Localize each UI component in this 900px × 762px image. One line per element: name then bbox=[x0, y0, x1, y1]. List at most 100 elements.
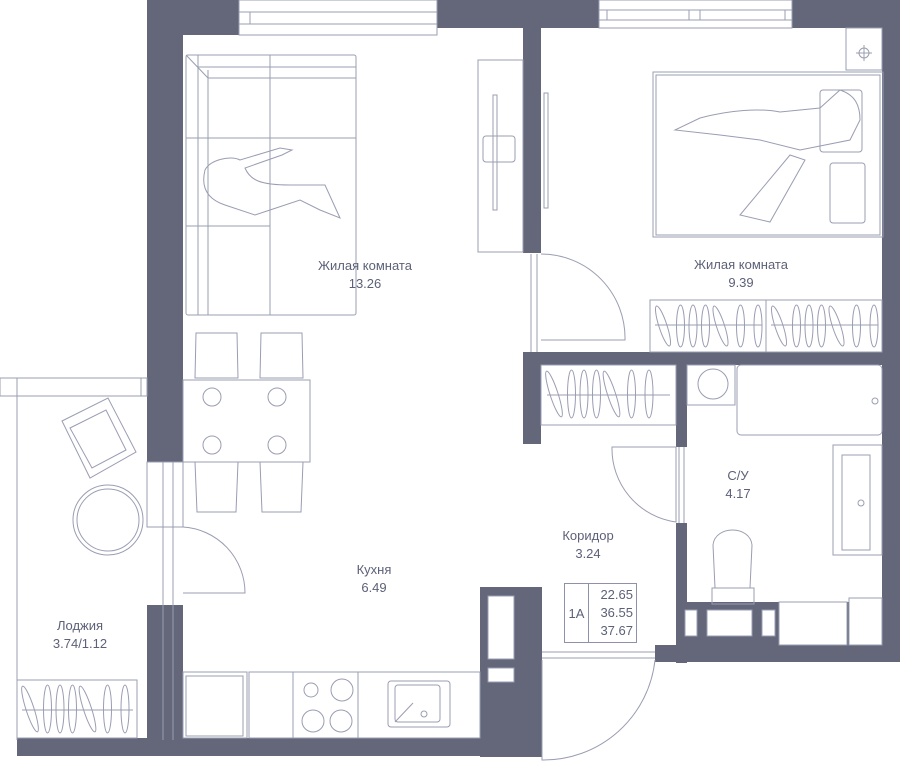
wall-right-outer bbox=[882, 0, 900, 662]
wall-bedroom-bottom bbox=[523, 352, 900, 365]
total-area-with-loggia: 37.67 bbox=[600, 623, 633, 638]
wall-kitchen-left-lower bbox=[147, 605, 183, 745]
dining-table-icon bbox=[182, 379, 311, 463]
room-label-corridor: Коридор 3.24 bbox=[562, 527, 613, 563]
wall-top-left bbox=[147, 0, 239, 35]
room-area: 4.17 bbox=[725, 486, 751, 501]
wall-bath-left bbox=[676, 352, 687, 447]
hanger-icon bbox=[103, 684, 112, 734]
door-kitchen-loggia bbox=[182, 526, 246, 594]
door-entrance bbox=[541, 659, 656, 761]
room-area: 9.39 bbox=[728, 275, 754, 290]
room-name: С/У bbox=[727, 468, 749, 483]
tv-icon bbox=[477, 59, 549, 253]
hanger-icon bbox=[804, 304, 814, 348]
wall-corridor-left bbox=[523, 352, 541, 444]
wardrobe-icon bbox=[765, 299, 883, 353]
hanger-icon bbox=[852, 304, 861, 348]
apartment-info-box: 1A 22.65 36.55 37.67 bbox=[564, 583, 637, 643]
room-label-kitchen: Кухня 6.49 bbox=[357, 561, 392, 597]
window-living-1 bbox=[238, 0, 438, 36]
room-name: Жилая комната bbox=[694, 257, 788, 272]
walls bbox=[17, 0, 900, 757]
room-name: Жилая комната bbox=[318, 258, 412, 273]
chair-icon bbox=[194, 461, 239, 513]
hanger-icon bbox=[753, 304, 763, 348]
hanger-icon bbox=[644, 369, 654, 419]
kitchen-cabinet bbox=[182, 671, 248, 739]
round-table-icon bbox=[72, 484, 144, 556]
armchair-icon bbox=[61, 397, 137, 479]
room-label-living-room-1: Жилая комната 13.26 bbox=[318, 257, 412, 293]
apartment-type: 1A bbox=[565, 584, 589, 642]
socket-icon bbox=[845, 27, 883, 71]
kitchen-cabinet bbox=[248, 671, 294, 739]
room-label-bathroom: С/У 4.17 bbox=[725, 467, 750, 503]
stove-icon bbox=[292, 671, 359, 739]
hanger-icon bbox=[712, 305, 729, 347]
hanger-icon bbox=[654, 305, 672, 347]
hanger-icon bbox=[602, 370, 621, 418]
room-label-loggia: Лоджия 3.74/1.12 bbox=[53, 617, 107, 653]
wall-kitchen-left-top bbox=[147, 380, 183, 462]
wall-bottom bbox=[17, 738, 505, 756]
living-area: 22.65 bbox=[600, 587, 633, 602]
loggia-outline bbox=[0, 377, 148, 397]
washing-machine-icon bbox=[697, 368, 729, 400]
sink-icon bbox=[832, 444, 883, 556]
plate-icon bbox=[267, 435, 287, 455]
wall-voids bbox=[487, 595, 883, 683]
door-bathroom bbox=[611, 446, 677, 523]
door-bedroom bbox=[540, 253, 626, 341]
windows bbox=[0, 0, 793, 740]
hanger-icon bbox=[627, 369, 636, 419]
furniture bbox=[16, 27, 884, 739]
hanger-icon bbox=[770, 305, 788, 347]
room-label-living-room-2: Жилая комната 9.39 bbox=[694, 256, 788, 292]
hanger-icon bbox=[828, 305, 845, 347]
wardrobe-icon bbox=[16, 679, 138, 739]
room-name: Коридор bbox=[562, 528, 614, 543]
hanger-icon bbox=[817, 304, 826, 348]
hanger-icon bbox=[688, 304, 698, 348]
chair-icon bbox=[194, 332, 239, 379]
wall-top-mid bbox=[437, 0, 599, 28]
person-icon bbox=[203, 147, 341, 219]
hanger-icon bbox=[592, 369, 601, 419]
wall-partition-living bbox=[523, 28, 541, 253]
window-loggia-door bbox=[146, 461, 184, 528]
room-area: 13.26 bbox=[348, 276, 382, 291]
room-name: Кухня bbox=[356, 562, 392, 577]
wardrobe-icon bbox=[540, 364, 677, 426]
hanger-icon bbox=[579, 369, 589, 419]
sofa-icon bbox=[185, 54, 357, 316]
hanger-icon bbox=[736, 304, 745, 348]
bed-icon bbox=[652, 71, 884, 238]
hanger-icon bbox=[68, 684, 77, 734]
apartment-areas: 22.65 36.55 37.67 bbox=[589, 584, 636, 642]
room-name: Лоджия bbox=[56, 618, 104, 633]
hanger-icon bbox=[869, 304, 879, 348]
window-living-2 bbox=[598, 0, 793, 29]
wall-entrance-right-post bbox=[655, 645, 671, 662]
kitchen-sink-icon bbox=[357, 671, 481, 739]
hanger-icon bbox=[43, 684, 52, 734]
room-area: 3.24 bbox=[575, 546, 601, 561]
room-area: 6.49 bbox=[361, 580, 387, 595]
pillow-icon bbox=[819, 89, 863, 153]
toilet-icon bbox=[712, 529, 753, 589]
plate-icon bbox=[267, 387, 287, 407]
hanger-icon bbox=[55, 684, 65, 734]
hanger-icon bbox=[21, 685, 39, 733]
bathtub-icon bbox=[736, 364, 883, 436]
hanger-icon bbox=[676, 304, 685, 348]
hanger-icon bbox=[78, 685, 97, 733]
hanger-icon bbox=[545, 370, 563, 418]
wall-bath-left-lower bbox=[676, 523, 687, 663]
doors bbox=[182, 253, 685, 761]
chair-icon bbox=[259, 332, 304, 379]
plate-icon bbox=[202, 387, 222, 407]
hanger-icon bbox=[701, 304, 710, 348]
hanger-icon bbox=[120, 684, 130, 734]
